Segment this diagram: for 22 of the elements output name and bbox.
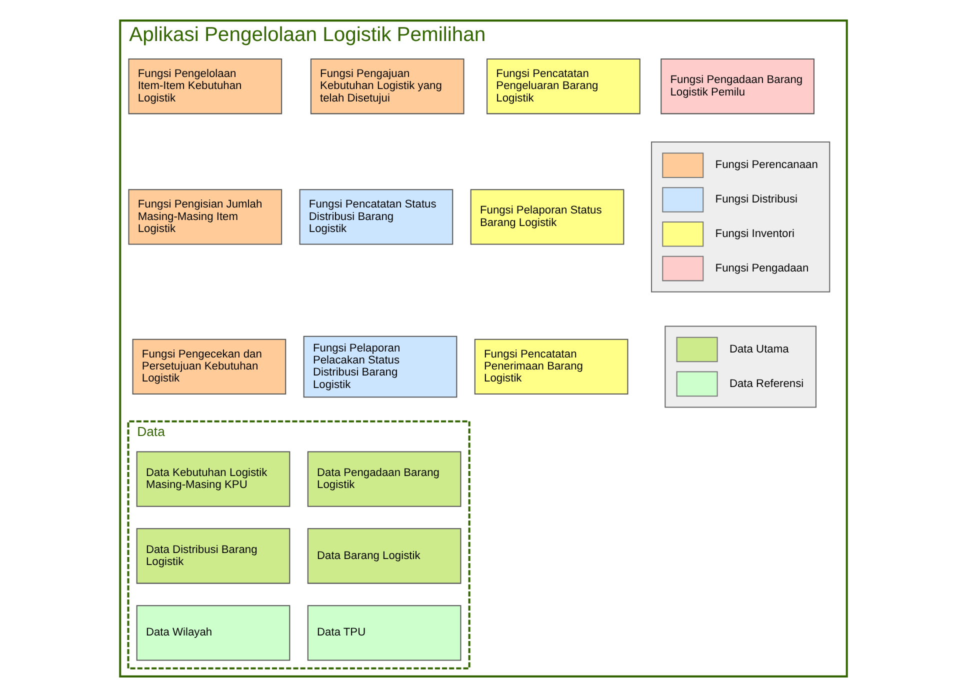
legend-label: Fungsi Inventori	[714, 228, 794, 240]
legend-label: Fungsi Pengadaan	[714, 262, 808, 274]
legend-label: Data Referensi	[728, 378, 804, 390]
legend-label: Fungsi Perencanaan	[714, 159, 818, 172]
node-box: Fungsi Pengajuan Kebutuhan Logistik yang telah Disetujui	[310, 58, 464, 114]
node-box: Data Wilayah	[136, 605, 290, 661]
node-box: Fungsi Pencatatan Pengeluaran Barang Logistik	[486, 58, 640, 114]
node-box: Data Distribusi Barang Logistik	[136, 528, 290, 584]
node-box: Fungsi Pengelolaan Item-Item Kebutuhan Logistik	[128, 58, 282, 114]
node-box: Data TPU	[306, 605, 461, 661]
node-box: Fungsi Pelaporan Pelacakan Status Distribusi Barang Logistik	[302, 336, 457, 398]
legend-label: Data Utama	[728, 343, 788, 356]
node-box: Fungsi Pelaporan Status Barang Logistik	[470, 189, 624, 245]
node-box: Fungsi Pengadaan Barang Logistik Pemilu	[660, 58, 814, 114]
node-box: Data Kebutuhan Logistik Masing-Masing KPU	[136, 451, 290, 507]
node-box: Fungsi Pengisian Jumlah Masing-Masing Item Logistik	[128, 189, 282, 245]
node-box: Fungsi Pencatatan Status Distribusi Barang Logistik	[298, 189, 453, 245]
node-box: Data Barang Logistik	[306, 528, 461, 584]
node-box: Fungsi Pengecekan dan Persetujuan Kebutuhan Logistik	[132, 338, 286, 395]
legend-label: Fungsi Distribusi	[714, 194, 798, 206]
node-box: Data Pengadaan Barang Logistik	[306, 451, 461, 507]
node-box: Fungsi Pencatatan Penerimaan Barang Logistik	[474, 338, 628, 395]
